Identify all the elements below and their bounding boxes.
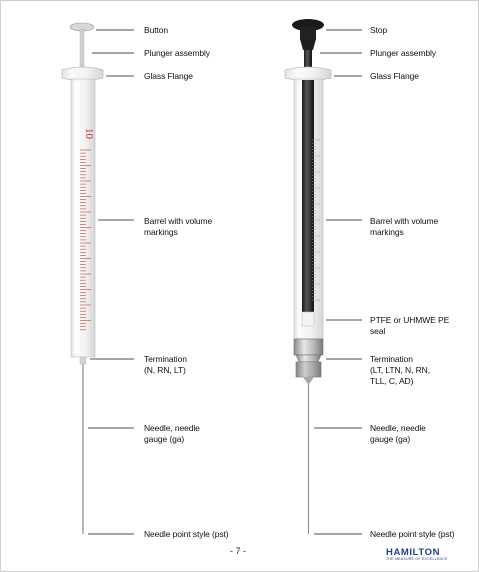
left-label-termination: Termination (N, RN, LT) <box>144 354 187 375</box>
right-syringe <box>284 19 332 534</box>
left-barrel-marking: 10 <box>83 128 95 140</box>
left-label-glass-flange: Glass Flange <box>144 71 193 81</box>
right-label-needle-gauge: Needle, needle gauge (ga) <box>370 423 426 444</box>
brand-tagline: THE MEASURE OF EXCELLENCE <box>386 557 448 561</box>
right-plunger-rod <box>304 50 312 70</box>
left-label-needle-point: Needle point style (pst) <box>144 529 229 539</box>
hamilton-logo: HAMILTON THE MEASURE OF EXCELLENCE <box>386 547 462 561</box>
right-glass-flange <box>284 66 332 81</box>
right-label-barrel: Barrel with volume markings <box>370 216 439 237</box>
right-label-plunger-assembly: Plunger assembly <box>370 48 436 58</box>
left-label-button: Button <box>144 25 168 35</box>
right-volume-scale <box>312 139 320 301</box>
left-label-plunger-assembly: Plunger assembly <box>144 48 210 58</box>
left-label-needle-gauge: Needle, needle gauge (ga) <box>144 423 200 444</box>
right-ptfe-seal <box>301 311 315 327</box>
left-termination <box>79 356 87 365</box>
right-label-seal: PTFE or UHMWE PE seal <box>370 315 450 336</box>
leader-lines <box>88 29 362 535</box>
right-label-glass-flange: Glass Flange <box>370 71 419 81</box>
left-label-barrel: Barrel with volume markings <box>144 216 213 237</box>
page-number: - 7 - <box>230 546 247 556</box>
left-volume-scale <box>80 149 91 331</box>
right-label-needle-point: Needle point style (pst) <box>370 529 455 539</box>
brand-name: HAMILTON <box>386 547 441 558</box>
left-glass-flange <box>61 66 104 81</box>
left-plunger-rod <box>79 28 85 72</box>
right-plunger-inside <box>302 80 314 312</box>
right-label-termination: Termination (LT, LTN, N, RN, TLL, C, AD) <box>370 354 430 386</box>
left-syringe: 10 <box>61 22 104 534</box>
right-label-stop: Stop <box>370 25 388 35</box>
right-termination-hub <box>293 338 324 356</box>
